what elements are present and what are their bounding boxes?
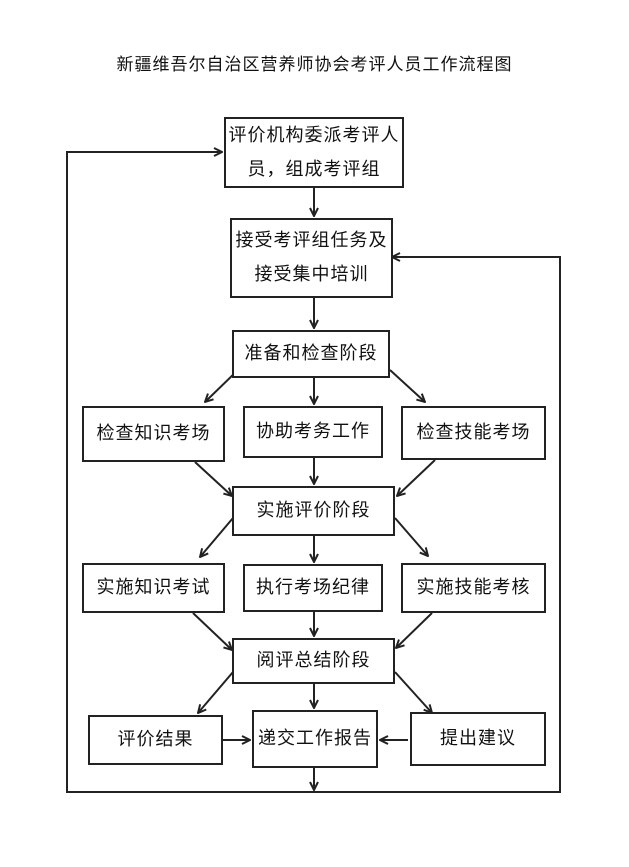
node-result: 评价结果 (88, 715, 223, 765)
arrow-check-skill-implement (397, 459, 436, 496)
node-impl-knowledge: 实施知识考试 (82, 563, 225, 613)
node-report-label: 递交工作报告 (258, 728, 372, 749)
node-assist: 协助考务工作 (243, 406, 383, 458)
arrow-implement-impl-skill (394, 517, 428, 556)
node-implement: 实施评价阶段 (232, 486, 395, 536)
node-suggest-label: 提出建议 (440, 728, 516, 749)
diagram-title: 新疆维吾尔自治区营养师协会考评人员工作流程图 (116, 55, 513, 75)
node-assign-label: 评价机构委派考评人员，组成考评组 (228, 124, 400, 180)
node-discipline: 执行考场纪律 (243, 564, 383, 612)
node-impl-knowledge-label: 实施知识考试 (96, 577, 211, 598)
loop-to-assign (66, 152, 314, 793)
node-assist-label: 协助考务工作 (256, 421, 370, 442)
node-impl-skill: 实施技能考核 (401, 563, 546, 613)
node-result-label: 评价结果 (117, 729, 194, 750)
node-review: 阅评总结阶段 (232, 638, 395, 684)
loop-to-accept (314, 257, 561, 793)
arrow-impl-skill-review (396, 612, 433, 648)
arrow-implement-impl-knowledge (200, 517, 234, 557)
arrow-check-knowledge-implement (194, 461, 232, 496)
node-check-knowledge-label: 检查知识考场 (96, 423, 211, 444)
node-accept-label: 接受考评组任务及接受集中培训 (235, 230, 388, 285)
arrow-prepare-check-skill (389, 369, 425, 402)
node-prepare: 准备和检查阶段 (232, 330, 390, 378)
node-review-label: 阅评总结阶段 (256, 650, 371, 671)
node-assign: 评价机构委派考评人员，组成考评组 (224, 117, 404, 188)
node-impl-skill-label: 实施技能考核 (416, 577, 531, 598)
node-accept: 接受考评组任务及接受集中培训 (230, 218, 393, 298)
node-check-skill-label: 检查技能考场 (416, 422, 531, 443)
node-report: 递交工作报告 (252, 710, 378, 768)
node-suggest: 提出建议 (410, 712, 546, 766)
arrow-impl-knowledge-review (192, 612, 232, 650)
node-check-skill: 检查技能考场 (401, 406, 546, 460)
node-prepare-label: 准备和检查阶段 (244, 343, 378, 364)
arrow-review-suggest (394, 671, 432, 713)
node-implement-label: 实施评价阶段 (256, 500, 371, 521)
node-discipline-label: 执行考场纪律 (256, 577, 370, 598)
arrow-review-result (198, 671, 234, 713)
node-check-knowledge: 检查知识考场 (82, 406, 225, 462)
